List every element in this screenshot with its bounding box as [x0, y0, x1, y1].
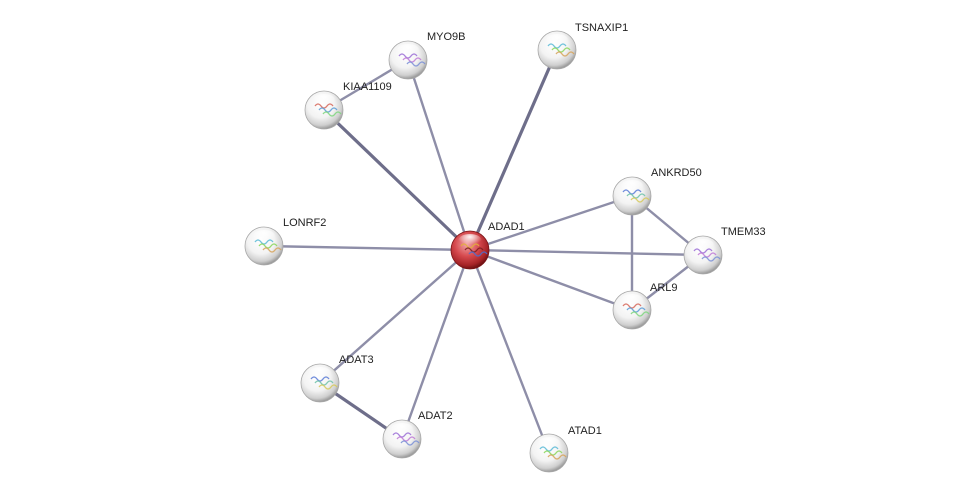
edge-adad1-ankrd50[interactable] — [468, 194, 634, 252]
protein-structure-squiggle — [697, 252, 717, 258]
bubble-gloss — [396, 44, 420, 58]
node-label-kiaa1109: KIAA1109 — [343, 81, 392, 93]
bubble-gloss — [620, 294, 644, 308]
protein-structure-squiggle — [551, 47, 571, 53]
node-label-adat2: ADAT2 — [418, 410, 453, 422]
protein-structure-squiggle — [630, 311, 650, 317]
bubble-gloss — [537, 437, 561, 451]
node-atad1[interactable]: ATAD1 — [529, 425, 602, 473]
edge-adad1-adat3[interactable] — [318, 248, 472, 385]
protein-structure-squiggle — [258, 243, 278, 249]
node-label-atad1: ATAD1 — [568, 425, 602, 437]
protein-structure-squiggle — [262, 247, 282, 253]
protein-structure-squiggle — [626, 307, 646, 313]
protein-structure-squiggle — [400, 440, 420, 446]
protein-structure-squiggle — [402, 57, 422, 63]
node-label-lonrf2: LONRF2 — [283, 217, 326, 229]
bubble-gloss — [458, 234, 482, 248]
protein-structure-squiggle — [322, 111, 342, 117]
node-label-adad1: ADAD1 — [488, 221, 525, 233]
protein-structure-squiggle — [468, 251, 488, 257]
node-label-adat3: ADAT3 — [339, 354, 374, 366]
edge-adad1-lonrf2[interactable] — [262, 244, 472, 252]
protein-structure-squiggle — [547, 454, 567, 460]
node-tsnaxip1[interactable]: TSNAXIP1 — [537, 22, 628, 70]
protein-structure-squiggle — [396, 436, 416, 442]
protein-structure-squiggle — [555, 51, 575, 57]
protein-structure-squiggle — [630, 197, 650, 203]
protein-structure-squiggle — [701, 256, 721, 262]
protein-structure-squiggle — [406, 61, 426, 67]
edge-adad1-adat2[interactable] — [400, 248, 472, 441]
bubble-gloss — [620, 180, 644, 194]
node-label-arl9: ARL9 — [650, 282, 678, 294]
bubble-gloss — [545, 34, 569, 48]
protein-structure-squiggle — [318, 107, 338, 113]
edge-adad1-tmem33[interactable] — [468, 248, 705, 257]
node-lonrf2[interactable]: LONRF2 — [244, 217, 326, 266]
edge-adad1-tsnaxip1[interactable] — [468, 48, 559, 252]
bubble-gloss — [691, 239, 715, 253]
node-tmem33[interactable]: TMEM33 — [683, 226, 766, 275]
bubble-gloss — [308, 367, 332, 381]
node-ankrd50[interactable]: ANKRD50 — [612, 167, 702, 216]
node-myo9b[interactable]: MYO9B — [388, 31, 466, 80]
protein-structure-squiggle — [464, 247, 484, 253]
protein-structure-squiggle — [318, 384, 338, 390]
node-label-myo9b: MYO9B — [427, 31, 466, 43]
node-kiaa1109[interactable]: KIAA1109 — [304, 81, 392, 130]
node-label-tmem33: TMEM33 — [721, 226, 766, 238]
edge-adad1-myo9b[interactable] — [406, 58, 472, 252]
node-arl9[interactable]: ARL9 — [612, 282, 678, 330]
edge-adad1-atad1[interactable] — [468, 248, 551, 455]
bubble-gloss — [312, 94, 336, 108]
node-adad1[interactable]: ADAD1 — [450, 221, 525, 270]
edge-adad1-kiaa1109[interactable] — [322, 108, 472, 252]
protein-structure-squiggle — [543, 450, 563, 456]
node-adat3[interactable]: ADAT3 — [300, 354, 374, 403]
node-label-tsnaxip1: TSNAXIP1 — [575, 22, 628, 34]
protein-structure-squiggle — [626, 193, 646, 199]
bubble-gloss — [252, 230, 276, 244]
node-adat2[interactable]: ADAT2 — [382, 410, 453, 459]
bubble-gloss — [390, 423, 414, 437]
edge-adad1-arl9[interactable] — [468, 248, 634, 312]
node-label-ankrd50: ANKRD50 — [651, 167, 702, 179]
protein-structure-squiggle — [314, 380, 334, 386]
